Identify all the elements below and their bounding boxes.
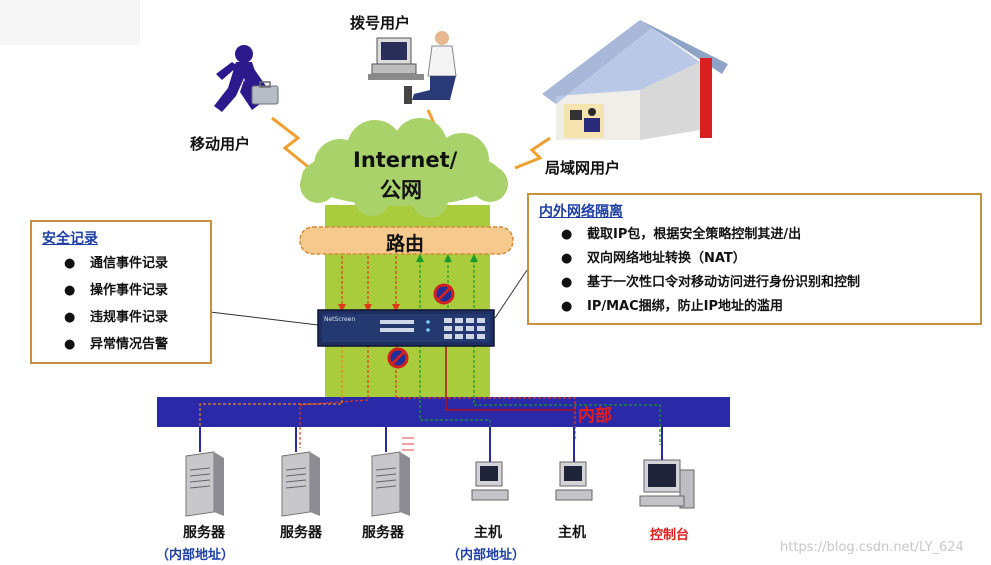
- traffic-red: [299, 256, 576, 448]
- callout-left: [209, 311, 319, 326]
- link-lan: [514, 136, 551, 170]
- device-sublabel: （内部地址）: [156, 548, 235, 563]
- cloud-line2: 公网: [380, 178, 422, 202]
- network-isolation-title: 内外网络隔离: [539, 204, 623, 220]
- internal-network-bar: [157, 397, 730, 427]
- dialup-user-label: 拨号用户: [350, 14, 411, 32]
- console-computer-icon: [639, 459, 695, 509]
- lan-user-label: 局域网用户: [545, 159, 621, 177]
- router-bar: [299, 226, 514, 255]
- server-icon: [185, 451, 224, 517]
- network-isolation-item: IP/MAC捆绑，防止IP地址的滥用: [561, 295, 980, 319]
- device-label: 服务器: [280, 525, 322, 541]
- device-label: 主机: [558, 525, 586, 541]
- background-smudge: [0, 0, 140, 45]
- security-log-item: 操作事件记录: [64, 277, 210, 304]
- device-drop-lines: [199, 427, 663, 462]
- mobile-user-label: 移动用户: [190, 135, 251, 153]
- host-computer-icon: [555, 461, 593, 501]
- console-label: 控制台: [650, 528, 690, 543]
- security-log-item: 违规事件记录: [64, 304, 210, 331]
- security-log-item: 异常情况告警: [64, 331, 210, 358]
- internal-bar-label: 内部: [578, 406, 612, 426]
- host-computer-icon: [471, 461, 509, 501]
- block-sign-icon: [387, 347, 409, 369]
- firewall-device: [317, 309, 495, 347]
- device-label: 主机: [474, 525, 502, 541]
- firewall-front-label: NetScreen: [324, 316, 356, 323]
- mobile-user-icon: [214, 45, 279, 112]
- network-isolation-item: 双向网络地址转换（NAT）: [561, 247, 980, 271]
- server-icon: [371, 451, 410, 517]
- cloud-line1: Internet/: [353, 148, 458, 172]
- network-isolation-item: 截取IP包，根据安全策略控制其进/出: [561, 223, 980, 247]
- watermark: https://blog.csdn.net/LY_624: [780, 540, 964, 555]
- link-mobile: [271, 116, 313, 172]
- router-label: 路由: [386, 233, 425, 255]
- arrow-heads: [338, 254, 478, 312]
- traffic-control: [445, 345, 575, 411]
- network-isolation-panel: 内外网络隔离 截取IP包，根据安全策略控制其进/出 双向网络地址转换（NAT） …: [527, 193, 982, 325]
- callout-right: [494, 269, 528, 319]
- server-icon: [281, 451, 320, 517]
- security-log-item: 通信事件记录: [64, 250, 210, 277]
- device-label: 服务器: [183, 525, 225, 541]
- dialup-user-icon: [368, 31, 457, 104]
- traffic-orange: [199, 345, 343, 448]
- network-isolation-item: 基于一次性口令对移动访问进行身份识别和控制: [561, 271, 980, 295]
- device-sublabel: （内部地址）: [447, 548, 526, 563]
- block-sign-icon: [433, 283, 455, 305]
- device-label: 服务器: [362, 525, 404, 541]
- lan-user-house-icon: [542, 20, 728, 140]
- security-log-title: 安全记录: [42, 231, 98, 247]
- document-marks-icon: [402, 437, 414, 451]
- internet-cloud: [300, 118, 508, 218]
- security-log-panel: 安全记录 通信事件记录 操作事件记录 违规事件记录 异常情况告警: [30, 220, 212, 364]
